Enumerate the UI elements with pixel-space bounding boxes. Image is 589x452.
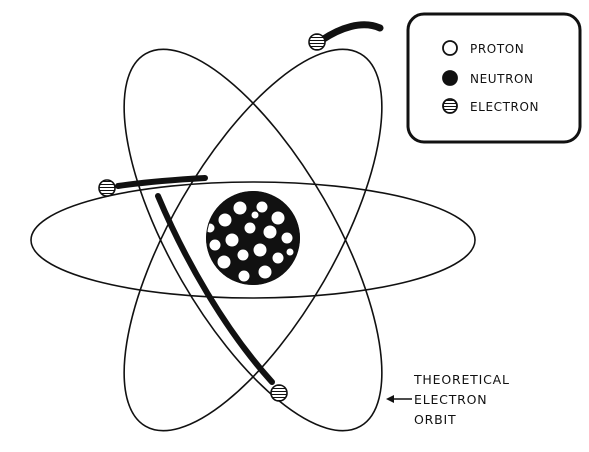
legend-proton-label: PROTON: [470, 42, 524, 56]
nucleus: [205, 191, 300, 287]
annotation-arrow-head: [386, 395, 394, 403]
proton-icon: [443, 41, 457, 55]
neutron-icon: [443, 71, 457, 85]
trail-top: [322, 25, 380, 40]
annotation-line-2: ELECTRON: [414, 392, 487, 407]
orbit-annotation: THEORETICAL ELECTRON ORBIT: [386, 372, 510, 427]
electron-icon: [443, 99, 457, 113]
electron-top: [309, 34, 325, 50]
legend-electron-label: ELECTRON: [470, 100, 539, 114]
legend-neutron-label: NEUTRON: [470, 72, 534, 86]
legend: PROTON NEUTRON ELECTRON: [408, 14, 580, 142]
electron-left: [99, 180, 115, 196]
annotation-line-1: THEORETICAL: [413, 372, 510, 387]
annotation-line-3: ORBIT: [414, 412, 456, 427]
electron-bottom: [271, 385, 287, 401]
